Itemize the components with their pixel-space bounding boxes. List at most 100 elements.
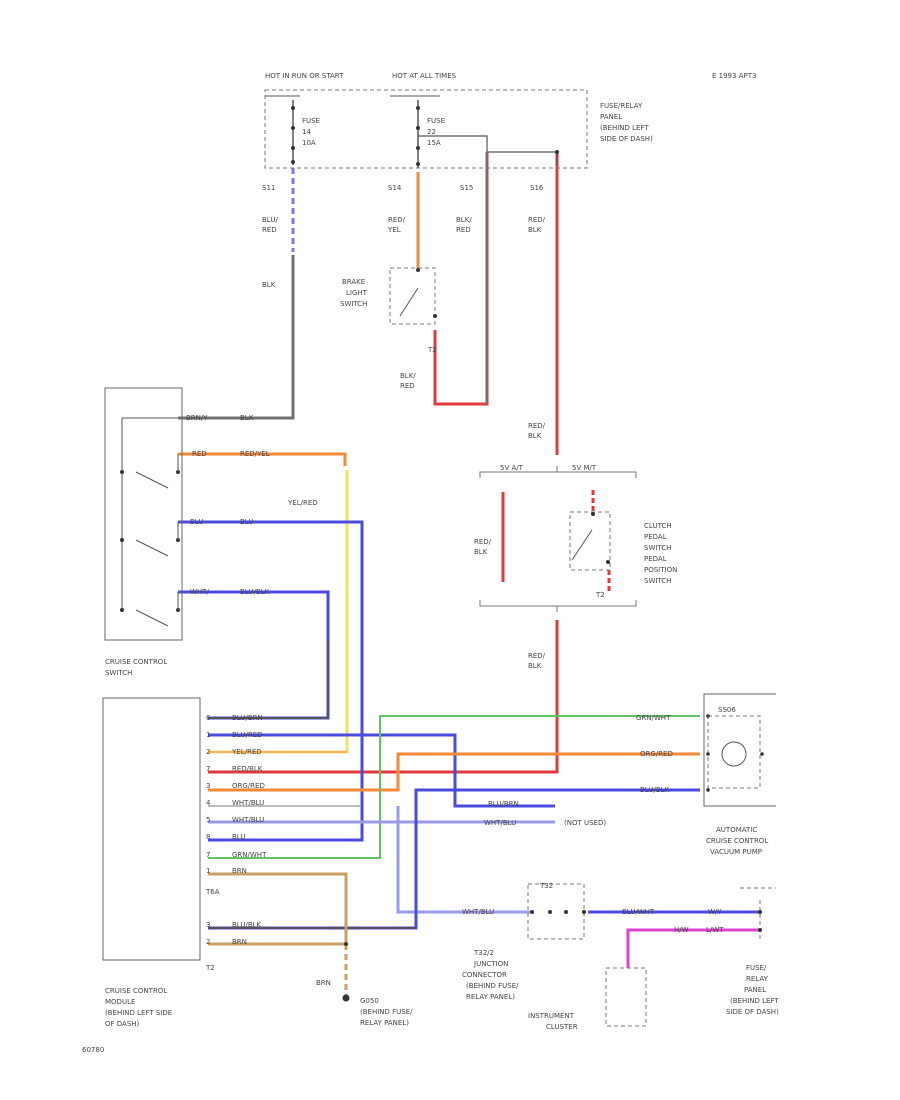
clutch-line-6: SWITCH bbox=[644, 577, 671, 585]
wire-label-blk-red-2: RED bbox=[456, 226, 471, 234]
module-row9-pin: 7 bbox=[206, 851, 210, 859]
vacuum-pump[interactable] bbox=[703, 693, 776, 807]
module-tag-t6a: T6A bbox=[205, 888, 220, 896]
module-row9-wire: GRN/WHT bbox=[232, 851, 267, 859]
module-row7-pin: 5 bbox=[206, 816, 210, 824]
module-row10-pin: 1 bbox=[206, 867, 210, 875]
wire-label-blk-red-4: RED bbox=[400, 382, 415, 390]
module-row11-pin: 3 bbox=[206, 921, 210, 929]
clutch-label-left: 5V A/T bbox=[500, 464, 524, 472]
module-row11-wire: BLU/BLK bbox=[232, 921, 262, 929]
clutch-line-1: CLUTCH bbox=[644, 522, 672, 530]
source-hot-in-run: HOT IN RUN OR START bbox=[265, 72, 344, 80]
clutch-bracket-bottom bbox=[479, 600, 637, 612]
not-used-wire-1: BLU/BRN bbox=[488, 800, 519, 808]
wire-blu-red-module bbox=[208, 733, 555, 808]
fuse-relay-panel-right[interactable] bbox=[740, 887, 776, 940]
instrument-cluster-box[interactable] bbox=[605, 967, 647, 1027]
brake-label-3: SWITCH bbox=[340, 300, 367, 308]
pump-tag: SS06 bbox=[718, 706, 736, 714]
cruise-control-switch-box[interactable] bbox=[104, 387, 183, 641]
fuse14-name: FUSE bbox=[302, 117, 320, 125]
switch-row2-pin: RED bbox=[192, 450, 207, 458]
fuse-relay-panel-box bbox=[264, 89, 588, 169]
junction-label-2: JUNCTION bbox=[473, 960, 508, 968]
junction-label-1: T32/2 bbox=[473, 949, 494, 957]
fuse-panel-line2: PANEL bbox=[600, 113, 622, 121]
pump-label-2: CRUISE CONTROL bbox=[706, 837, 768, 845]
wire-blk-to-switch bbox=[178, 255, 295, 420]
module-row8-wire: BLU bbox=[232, 833, 245, 841]
wire-label-blk-red-1: BLK/ bbox=[456, 216, 472, 224]
module-row1-pin: 6 bbox=[206, 714, 211, 722]
junction-label-5: RELAY PANEL) bbox=[466, 993, 515, 1001]
wire-label-blk-red-3: BLK/ bbox=[400, 372, 416, 380]
switch-row3-wire: BLU bbox=[240, 518, 253, 526]
clutch-line-3: SWITCH bbox=[644, 544, 671, 552]
pump-wire-2: ORG/RED bbox=[640, 750, 673, 758]
module-row12-wire: BRN bbox=[232, 938, 247, 946]
clutch-label-right: 5V M/T bbox=[572, 464, 597, 472]
pump-label-3: VACUUM PUMP bbox=[710, 848, 762, 856]
wire-label-blk: BLK bbox=[262, 281, 276, 289]
relay-pin-1 bbox=[758, 910, 762, 914]
wire-label-red-blk-4: BLK bbox=[528, 432, 542, 440]
switch-row3-pin: BLU bbox=[190, 518, 203, 526]
ground-label-2: (BEHIND FUSE/ bbox=[360, 1008, 413, 1016]
clutch-line-5: POSITION bbox=[644, 566, 677, 574]
junction-label-3: CONNECTOR bbox=[462, 971, 507, 979]
bus-node bbox=[555, 150, 559, 154]
module-row7-wire: WHT/BLU bbox=[232, 816, 264, 824]
cruise-module-label-4: OF DASH) bbox=[105, 1020, 140, 1028]
wire-layer bbox=[178, 152, 760, 995]
fuse-panel-line4: SIDE OF DASH) bbox=[600, 135, 653, 143]
brake-light-switch[interactable] bbox=[389, 267, 437, 325]
wire-label-yel-red: YEL/RED bbox=[287, 499, 318, 507]
module-tag-t2: T2 bbox=[205, 964, 215, 972]
module-row4-pin: 7 bbox=[206, 765, 210, 773]
wire-red-blk-to-module bbox=[208, 620, 559, 774]
wire-label-red-blk-3: RED/ bbox=[528, 422, 546, 430]
relay-panel-label-4: (BEHIND LEFT bbox=[730, 997, 779, 1005]
ground-label-1: G050 bbox=[360, 997, 379, 1005]
ground-label-3: RELAY PANEL) bbox=[360, 1019, 409, 1027]
relay-panel-label-3: PANEL bbox=[744, 986, 766, 994]
relay-panel-label-5: SIDE OF DASH) bbox=[726, 1008, 779, 1016]
module-row3-pin: 2 bbox=[206, 748, 210, 756]
pump-wire-3: BLU/BLK bbox=[640, 786, 670, 794]
module-row5-pin: 3 bbox=[206, 782, 210, 790]
brake-term-2: T2 bbox=[427, 346, 437, 354]
module-row2-wire: BLU/RED bbox=[232, 731, 263, 739]
fuse-22[interactable] bbox=[416, 100, 420, 168]
cruise-module-label-2: MODULE bbox=[105, 998, 135, 1006]
module-row1-wire: BLU/BRN bbox=[232, 714, 263, 722]
wire-label-red-blk-8: BLK bbox=[528, 662, 542, 670]
clutch-pedal-switch[interactable] bbox=[569, 511, 611, 571]
wire-label-red-blk-1: RED/ bbox=[528, 216, 546, 224]
fuse-14[interactable] bbox=[291, 100, 295, 165]
wire-label-red-blk-5: RED/ bbox=[474, 538, 492, 546]
instrument-label-2: CLUSTER bbox=[546, 1023, 578, 1031]
ground-wire-label: BRN bbox=[316, 979, 331, 987]
module-row2-pin: 1 bbox=[206, 731, 210, 739]
module-row10-wire: BRN bbox=[232, 867, 247, 875]
cruise-control-module-box[interactable] bbox=[102, 697, 201, 961]
wire-label-red-yel-1: RED/ bbox=[388, 216, 406, 224]
page-code: 60780 bbox=[82, 1046, 104, 1054]
instrument-label-1: INSTRUMENT bbox=[528, 1012, 575, 1020]
wire-label-blu-red-2: RED bbox=[262, 226, 277, 234]
switch-row2-wire: RED/YEL bbox=[240, 450, 270, 458]
junction-connector-t32[interactable] bbox=[527, 883, 586, 940]
wire-label-blu-red-1: BLU/ bbox=[262, 216, 278, 224]
pump-wire-1: GRN/WHT bbox=[636, 714, 671, 722]
relay-panel-label-1: FUSE/ bbox=[746, 964, 767, 972]
ground-g050[interactable] bbox=[342, 994, 350, 1002]
fuse22-name: FUSE bbox=[427, 117, 445, 125]
fuse22-amps: 15A bbox=[427, 139, 441, 147]
ref-code: E 1993 APT3 bbox=[712, 72, 756, 80]
wire-blu-blk-switch-dark bbox=[208, 640, 329, 719]
relay-pin-label-3: L/WT bbox=[706, 926, 724, 934]
not-used-text: (NOT USED) bbox=[564, 819, 606, 827]
pump-label-1: AUTOMATIC bbox=[716, 826, 757, 834]
term-s15: S15 bbox=[460, 184, 473, 192]
